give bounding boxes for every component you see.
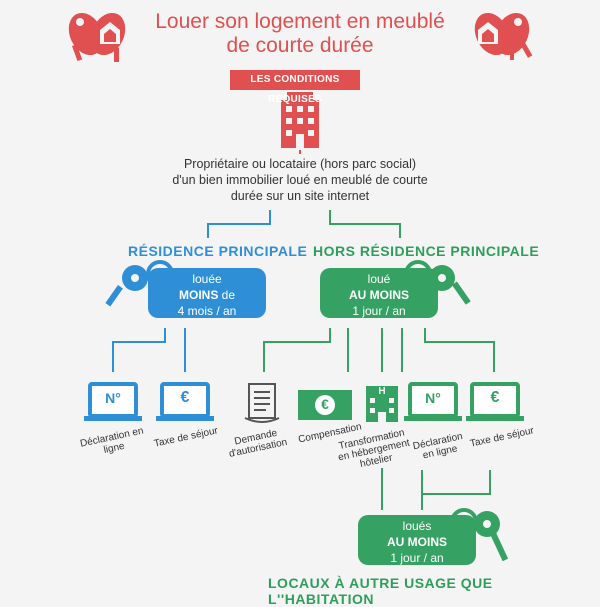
document-icon xyxy=(244,383,280,423)
owner-description: Propriétaire ou locataire (hors parc soc… xyxy=(150,156,450,204)
pill-line-3: 4 mois / an xyxy=(177,304,237,318)
red-building-icon xyxy=(281,92,319,148)
pill-line-3: 1 jour / an xyxy=(352,304,406,318)
connector-hrp-items xyxy=(263,328,495,372)
page-title: Louer son logement en meublé de courte d… xyxy=(130,10,470,58)
owner-line-3: durée sur un site internet xyxy=(230,189,370,203)
connector-hors-residence xyxy=(329,210,401,238)
pill-line-2: AU MOINS xyxy=(387,535,447,549)
locaux-pill: loués AU MOINS 1 jour / an xyxy=(358,515,476,565)
owner-line-1: Propriétaire ou locataire (hors parc soc… xyxy=(183,157,417,171)
connector-residence-principale xyxy=(207,210,271,238)
banknote-euro-icon xyxy=(298,390,352,420)
connector-locaux xyxy=(381,468,491,510)
owner-line-2: d'un bien immobilier loué en meublé de c… xyxy=(172,173,428,187)
red-keys-right-icon xyxy=(474,12,533,60)
hotel-building-icon xyxy=(366,386,398,422)
residence-principale-pill: louée MOINS de 4 mois / an xyxy=(148,268,266,318)
pill-line-1: loué xyxy=(367,272,391,286)
pill-line-1: louée xyxy=(192,272,222,286)
numero-glyph: N° xyxy=(425,390,441,406)
red-keys-left-icon xyxy=(68,12,126,62)
conditions-badge: LES CONDITIONS REQUISES xyxy=(230,70,360,105)
laptop-euro-icon-rp xyxy=(156,382,214,421)
residence-principale-heading: RÉSIDENCE PRINCIPALE xyxy=(128,243,308,259)
euro-glyph: € xyxy=(321,396,329,412)
pill-line-2: AU MOINS xyxy=(349,288,409,302)
title-line-2: de courte durée xyxy=(226,34,374,57)
pill-line-2: MOINS de xyxy=(178,288,236,302)
connector-rp-items xyxy=(112,328,186,372)
pill-line-1: loués xyxy=(402,519,432,533)
hors-residence-pill: loué AU MOINS 1 jour / an xyxy=(320,268,438,318)
hors-residence-principale-heading: HORS RÉSIDENCE PRINCIPALE xyxy=(313,243,540,259)
euro-glyph: € xyxy=(490,389,500,406)
pill-line-3: 1 jour / an xyxy=(390,551,444,565)
title-line-1: Louer son logement en meublé xyxy=(155,10,445,33)
laptop-numero-icon-rp xyxy=(84,382,142,421)
numero-glyph: N° xyxy=(105,390,121,406)
laptop-numero-icon-hrp xyxy=(404,382,462,421)
hotel-h-glyph: H xyxy=(378,386,386,397)
laptop-euro-icon-hrp xyxy=(466,382,524,421)
euro-glyph: € xyxy=(180,389,190,406)
locaux-heading: LOCAUX À AUTRE USAGE QUE L''HABITATION xyxy=(268,575,493,607)
